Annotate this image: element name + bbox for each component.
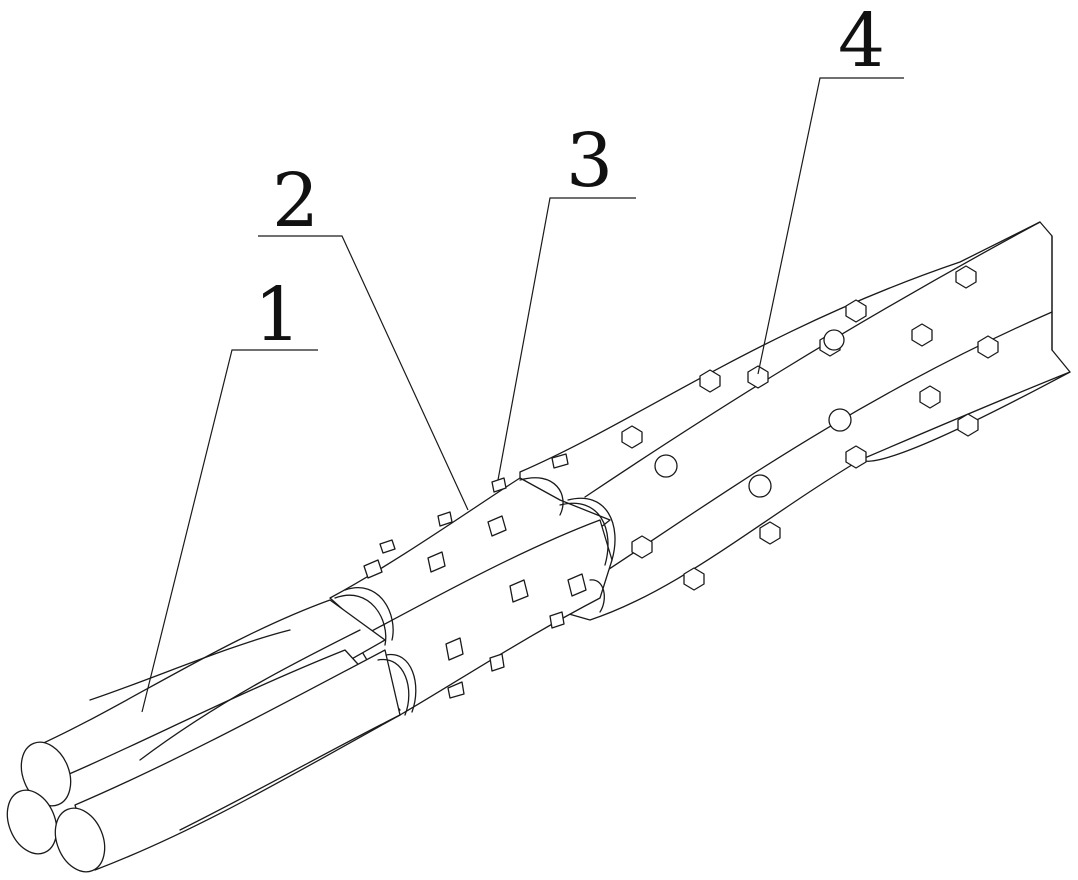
left-strands — [6, 599, 401, 873]
leader-line-4 — [757, 77, 904, 375]
strand-end-left — [6, 789, 58, 855]
leader-lines — [141, 77, 904, 713]
callout-3: 3 — [566, 118, 613, 204]
callout-4: 4 — [838, 0, 885, 84]
leader-line-1 — [141, 349, 318, 713]
middle-bundle — [329, 477, 613, 716]
callout-1: 1 — [254, 272, 301, 358]
callout-2: 2 — [272, 158, 319, 244]
strand-end-upper — [20, 741, 72, 807]
strand-end-right — [54, 807, 106, 873]
cone-bumps — [621, 265, 999, 591]
leader-line-2 — [258, 235, 469, 511]
sleeve-protrusions — [363, 453, 587, 699]
leader-line-3 — [497, 197, 636, 481]
callout-labels: 1 2 3 4 — [254, 0, 885, 358]
sleeve-bands — [334, 477, 616, 716]
